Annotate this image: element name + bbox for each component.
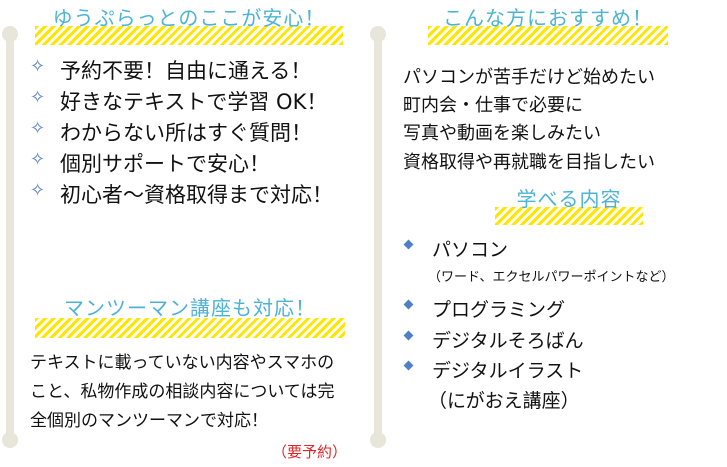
reservation-note: （要予約） — [272, 443, 348, 461]
heading-highlight — [428, 26, 668, 45]
sparkle-icon: ✧ — [30, 180, 46, 201]
sparkle-icon: ✧ — [30, 118, 46, 139]
heading-highlight — [495, 207, 643, 225]
feature-text: 初心者～資格取得まで対応！ — [60, 183, 333, 207]
course-label: デジタルそろばん — [432, 330, 584, 352]
course-item: プログラミング — [403, 295, 566, 322]
mentoring-text-line: 全個別のマンツーマンで対応！ — [30, 411, 268, 431]
courses-heading: 学べる内容 — [516, 187, 622, 211]
right-divider-cap-top — [370, 26, 386, 42]
feature-item: ✧ 好きなテキストで学習 OK！ — [30, 86, 328, 116]
sparkle-icon: ✧ — [30, 56, 46, 77]
left-divider — [6, 32, 14, 440]
right-heading: こんな方におすすめ！ — [443, 6, 653, 30]
feature-text: 予約不要！自由に通える！ — [60, 59, 312, 83]
target-line: 資格取得や再就職を目指したい — [403, 152, 655, 173]
diamond-bullet-icon — [403, 360, 414, 371]
diamond-bullet-icon — [403, 299, 414, 310]
heading-highlight — [35, 318, 345, 338]
course-item: パソコン — [403, 235, 509, 262]
left-divider-cap-bottom — [2, 432, 18, 448]
sparkle-icon: ✧ — [30, 87, 46, 108]
sparkle-icon: ✧ — [30, 149, 46, 170]
target-line: 町内会・仕事で必要に — [403, 95, 583, 116]
diamond-bullet-icon — [403, 239, 414, 250]
course-sub: （ワード、エクセルパワーポイントなど） — [428, 270, 675, 285]
feature-item: ✧ 個別サポートで安心！ — [30, 148, 270, 178]
diamond-bullet-icon — [403, 330, 414, 341]
left-heading: ゆうぷらっとのここが安心！ — [52, 6, 326, 30]
course-item: デジタルそろばん — [403, 326, 584, 353]
mentoring-text-line: テキストに載っていない内容やスマホの — [30, 353, 335, 373]
right-divider — [374, 32, 382, 440]
course-label: デジタルイラスト — [432, 360, 584, 382]
target-line: パソコンが苦手だけど始めたい — [403, 67, 655, 88]
course-label: パソコン — [432, 239, 509, 261]
feature-text: 個別サポートで安心！ — [60, 152, 270, 176]
target-line: 写真や動画を楽しみたい — [403, 123, 601, 144]
right-divider-cap-bottom — [370, 432, 386, 448]
heading-highlight — [35, 26, 343, 45]
course-label: プログラミング — [432, 299, 566, 321]
feature-text: 好きなテキストで学習 OK！ — [60, 90, 328, 114]
mentoring-heading: マンツーマン講座も対応！ — [64, 296, 316, 320]
feature-item: ✧ 予約不要！自由に通える！ — [30, 55, 312, 85]
course-sub: （にがおえ講座） — [428, 390, 580, 412]
feature-item: ✧ 初心者～資格取得まで対応！ — [30, 179, 333, 209]
mentoring-text-line: こと、私物作成の相談内容については完 — [30, 382, 335, 402]
feature-item: ✧ わからない所はすぐ質問！ — [30, 117, 312, 147]
feature-text: わからない所はすぐ質問！ — [60, 121, 312, 145]
course-item: デジタルイラスト — [403, 356, 584, 383]
left-divider-cap-top — [2, 26, 18, 42]
